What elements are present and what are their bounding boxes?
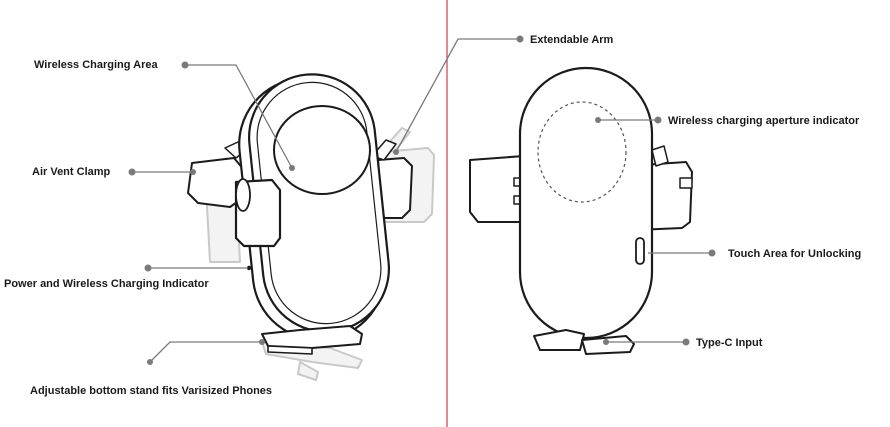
leader-power-indicator — [144, 264, 248, 272]
back-view-illustration — [469, 66, 693, 355]
back-stand-left — [533, 329, 585, 351]
label-air-vent-clamp: Air Vent Clamp — [32, 166, 111, 178]
leader-type-c-input — [603, 338, 690, 346]
bottom-stand-front — [261, 325, 363, 349]
leader-aperture-indicator — [595, 116, 662, 124]
leader-wireless-charging-area — [181, 61, 295, 171]
label-bottom-stand: Adjustable bottom stand fits Varisized P… — [30, 385, 272, 397]
aperture-dashed-circle — [537, 101, 627, 203]
label-wireless-charging-area: Wireless Charging Area — [34, 59, 158, 71]
leader-bottom-stand — [147, 339, 265, 365]
back-stand-right — [581, 335, 635, 355]
charging-coil-circle — [273, 105, 371, 195]
label-power-indicator: Power and Wireless Charging Indicator — [4, 278, 209, 290]
leader-air-vent-clamp — [128, 168, 196, 176]
label-aperture-indicator: Wireless charging aperture indicator — [668, 115, 860, 127]
front-view-illustration — [187, 73, 435, 381]
label-touch-area: Touch Area for Unlocking — [728, 248, 861, 260]
touch-area-slot — [635, 237, 645, 265]
leader-extendable-arm — [393, 35, 524, 155]
indicator-led — [246, 265, 252, 271]
label-type-c-input: Type-C Input — [696, 337, 763, 349]
label-extendable-arm: Extendable Arm — [530, 34, 614, 46]
back-body — [518, 66, 654, 340]
leader-touch-area — [648, 249, 716, 257]
